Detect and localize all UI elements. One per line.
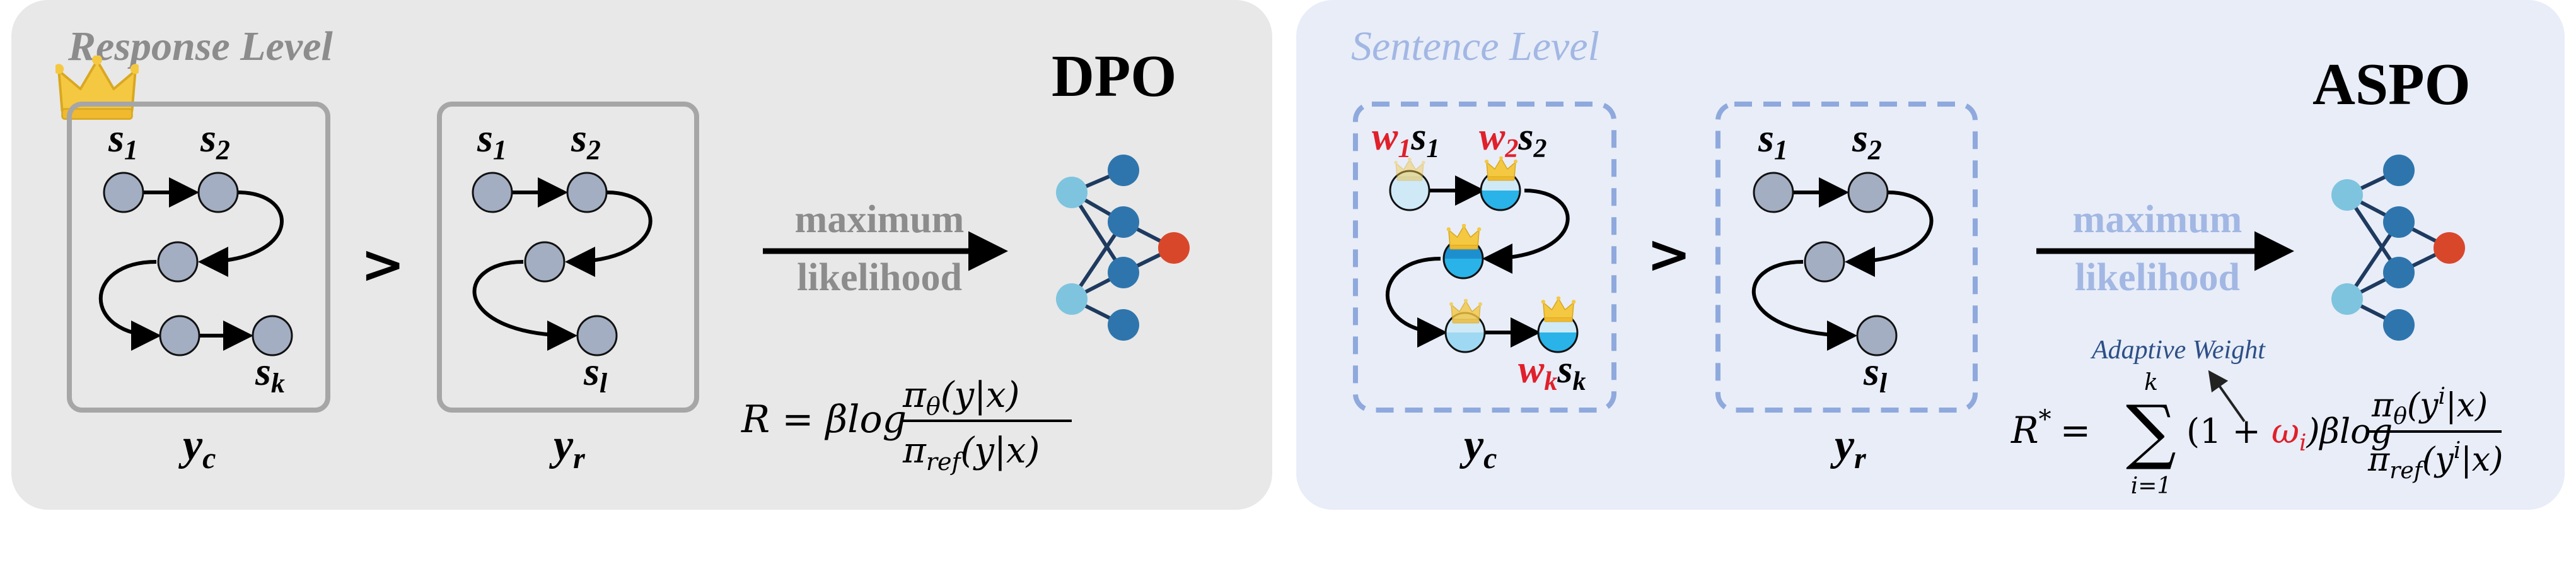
- right-arrow-label-line2: likelihood: [2075, 256, 2240, 299]
- left-arrow-label-line2: likelihood: [797, 256, 962, 299]
- left-rejected-s1: s1: [477, 115, 507, 165]
- dpo-formula-denominator: πref(y|x): [902, 430, 1040, 476]
- left-rejected-label: yr: [549, 421, 586, 475]
- aspo-formula-denominator: πref(yi|x): [2367, 438, 2503, 484]
- left-rejected-chain: [472, 177, 653, 351]
- dpo-formula-numerator: πθ(y|x): [902, 375, 1019, 420]
- dpo-formula-lhs: R = βlog: [741, 397, 907, 442]
- right-arrow-label-line1: maximum: [2073, 198, 2242, 241]
- right-panel-heading: Sentence Level: [1351, 23, 1599, 69]
- right-method-title: ASPO: [2312, 52, 2471, 117]
- adaptive-weight-pointer-arrow: [2208, 370, 2246, 423]
- right-chosen-chain: [1386, 175, 1570, 348]
- aspo-sum-bottom: i=1: [2131, 473, 2172, 499]
- right-rejected-box: [1715, 102, 1978, 413]
- sentence-node: [576, 315, 618, 356]
- sentence-node: [1847, 172, 1889, 213]
- neural-network-icon: [2331, 155, 2465, 341]
- left-rejected-s2: s2: [571, 115, 601, 165]
- sentence-node: [103, 172, 144, 213]
- sentence-node: [1804, 241, 1845, 283]
- left-chosen-label: yc: [178, 421, 216, 475]
- right-chosen-label: yc: [1459, 421, 1497, 475]
- neural-network-icon: [1056, 155, 1190, 341]
- right-rejected-chain: [1751, 177, 1934, 351]
- aspo-formula: R*= k ∑ i=1 (1 + ωi)βlog πθ(yi|x) πref(y…: [2010, 370, 2503, 499]
- right-chosen-w1s1: w1s1: [1372, 115, 1440, 163]
- right-rejected-s1: s1: [1758, 115, 1788, 165]
- sentence-node: [197, 172, 239, 213]
- sentence-node: [159, 315, 200, 356]
- left-chosen-s1: s1: [108, 115, 138, 165]
- sentence-node: [157, 241, 199, 283]
- left-chosen-s2: s2: [200, 115, 230, 165]
- right-chosen-box: [1353, 102, 1616, 413]
- right-rejected-s2: s2: [1852, 115, 1882, 165]
- aspo-sum-top: k: [2144, 370, 2158, 396]
- left-chosen-sk: sk: [255, 349, 285, 399]
- left-chosen-box: [67, 102, 330, 413]
- left-method-title: DPO: [1052, 44, 1176, 109]
- left-rejected-nodes: [472, 172, 618, 356]
- right-rejected-nodes: [1753, 172, 1898, 356]
- right-rejected-sl: sl: [1863, 349, 1888, 399]
- aspo-formula-numerator: πθ(yi|x): [2371, 384, 2488, 430]
- left-panel-heading: Response Level: [67, 23, 333, 69]
- sentence-node: [1753, 172, 1794, 213]
- dpo-formula: R = βlog πθ(y|x) πref(y|x): [741, 375, 1072, 476]
- right-rejected-label: yr: [1830, 421, 1867, 475]
- sentence-node: [524, 241, 566, 283]
- aspo-formula-lhs: R*=: [2010, 405, 2091, 452]
- right-chosen-w2s2: w2s2: [1479, 115, 1547, 163]
- left-chosen-nodes: [103, 172, 293, 356]
- sentence-node: [566, 172, 608, 213]
- sentence-node: [252, 315, 293, 356]
- left-rejected-sl: sl: [583, 349, 608, 399]
- aspo-sum-symbol: ∑: [2126, 391, 2176, 473]
- left-rejected-box: [437, 102, 699, 413]
- right-panel-background: [1296, 0, 2565, 510]
- right-comparison-symbol: >: [1647, 223, 1691, 285]
- sentence-node: [1856, 315, 1898, 356]
- left-comparison-symbol: >: [361, 233, 405, 295]
- aspo-formula-weight-term: (1 + ωi)βlog: [2186, 411, 2393, 456]
- right-chosen-wksk: wksk: [1518, 348, 1586, 396]
- adaptive-weight-annotation: Adaptive Weight: [2090, 336, 2266, 365]
- sentence-node: [472, 172, 513, 213]
- left-chosen-chain: [98, 177, 284, 351]
- left-arrow-label-line1: maximum: [795, 198, 965, 241]
